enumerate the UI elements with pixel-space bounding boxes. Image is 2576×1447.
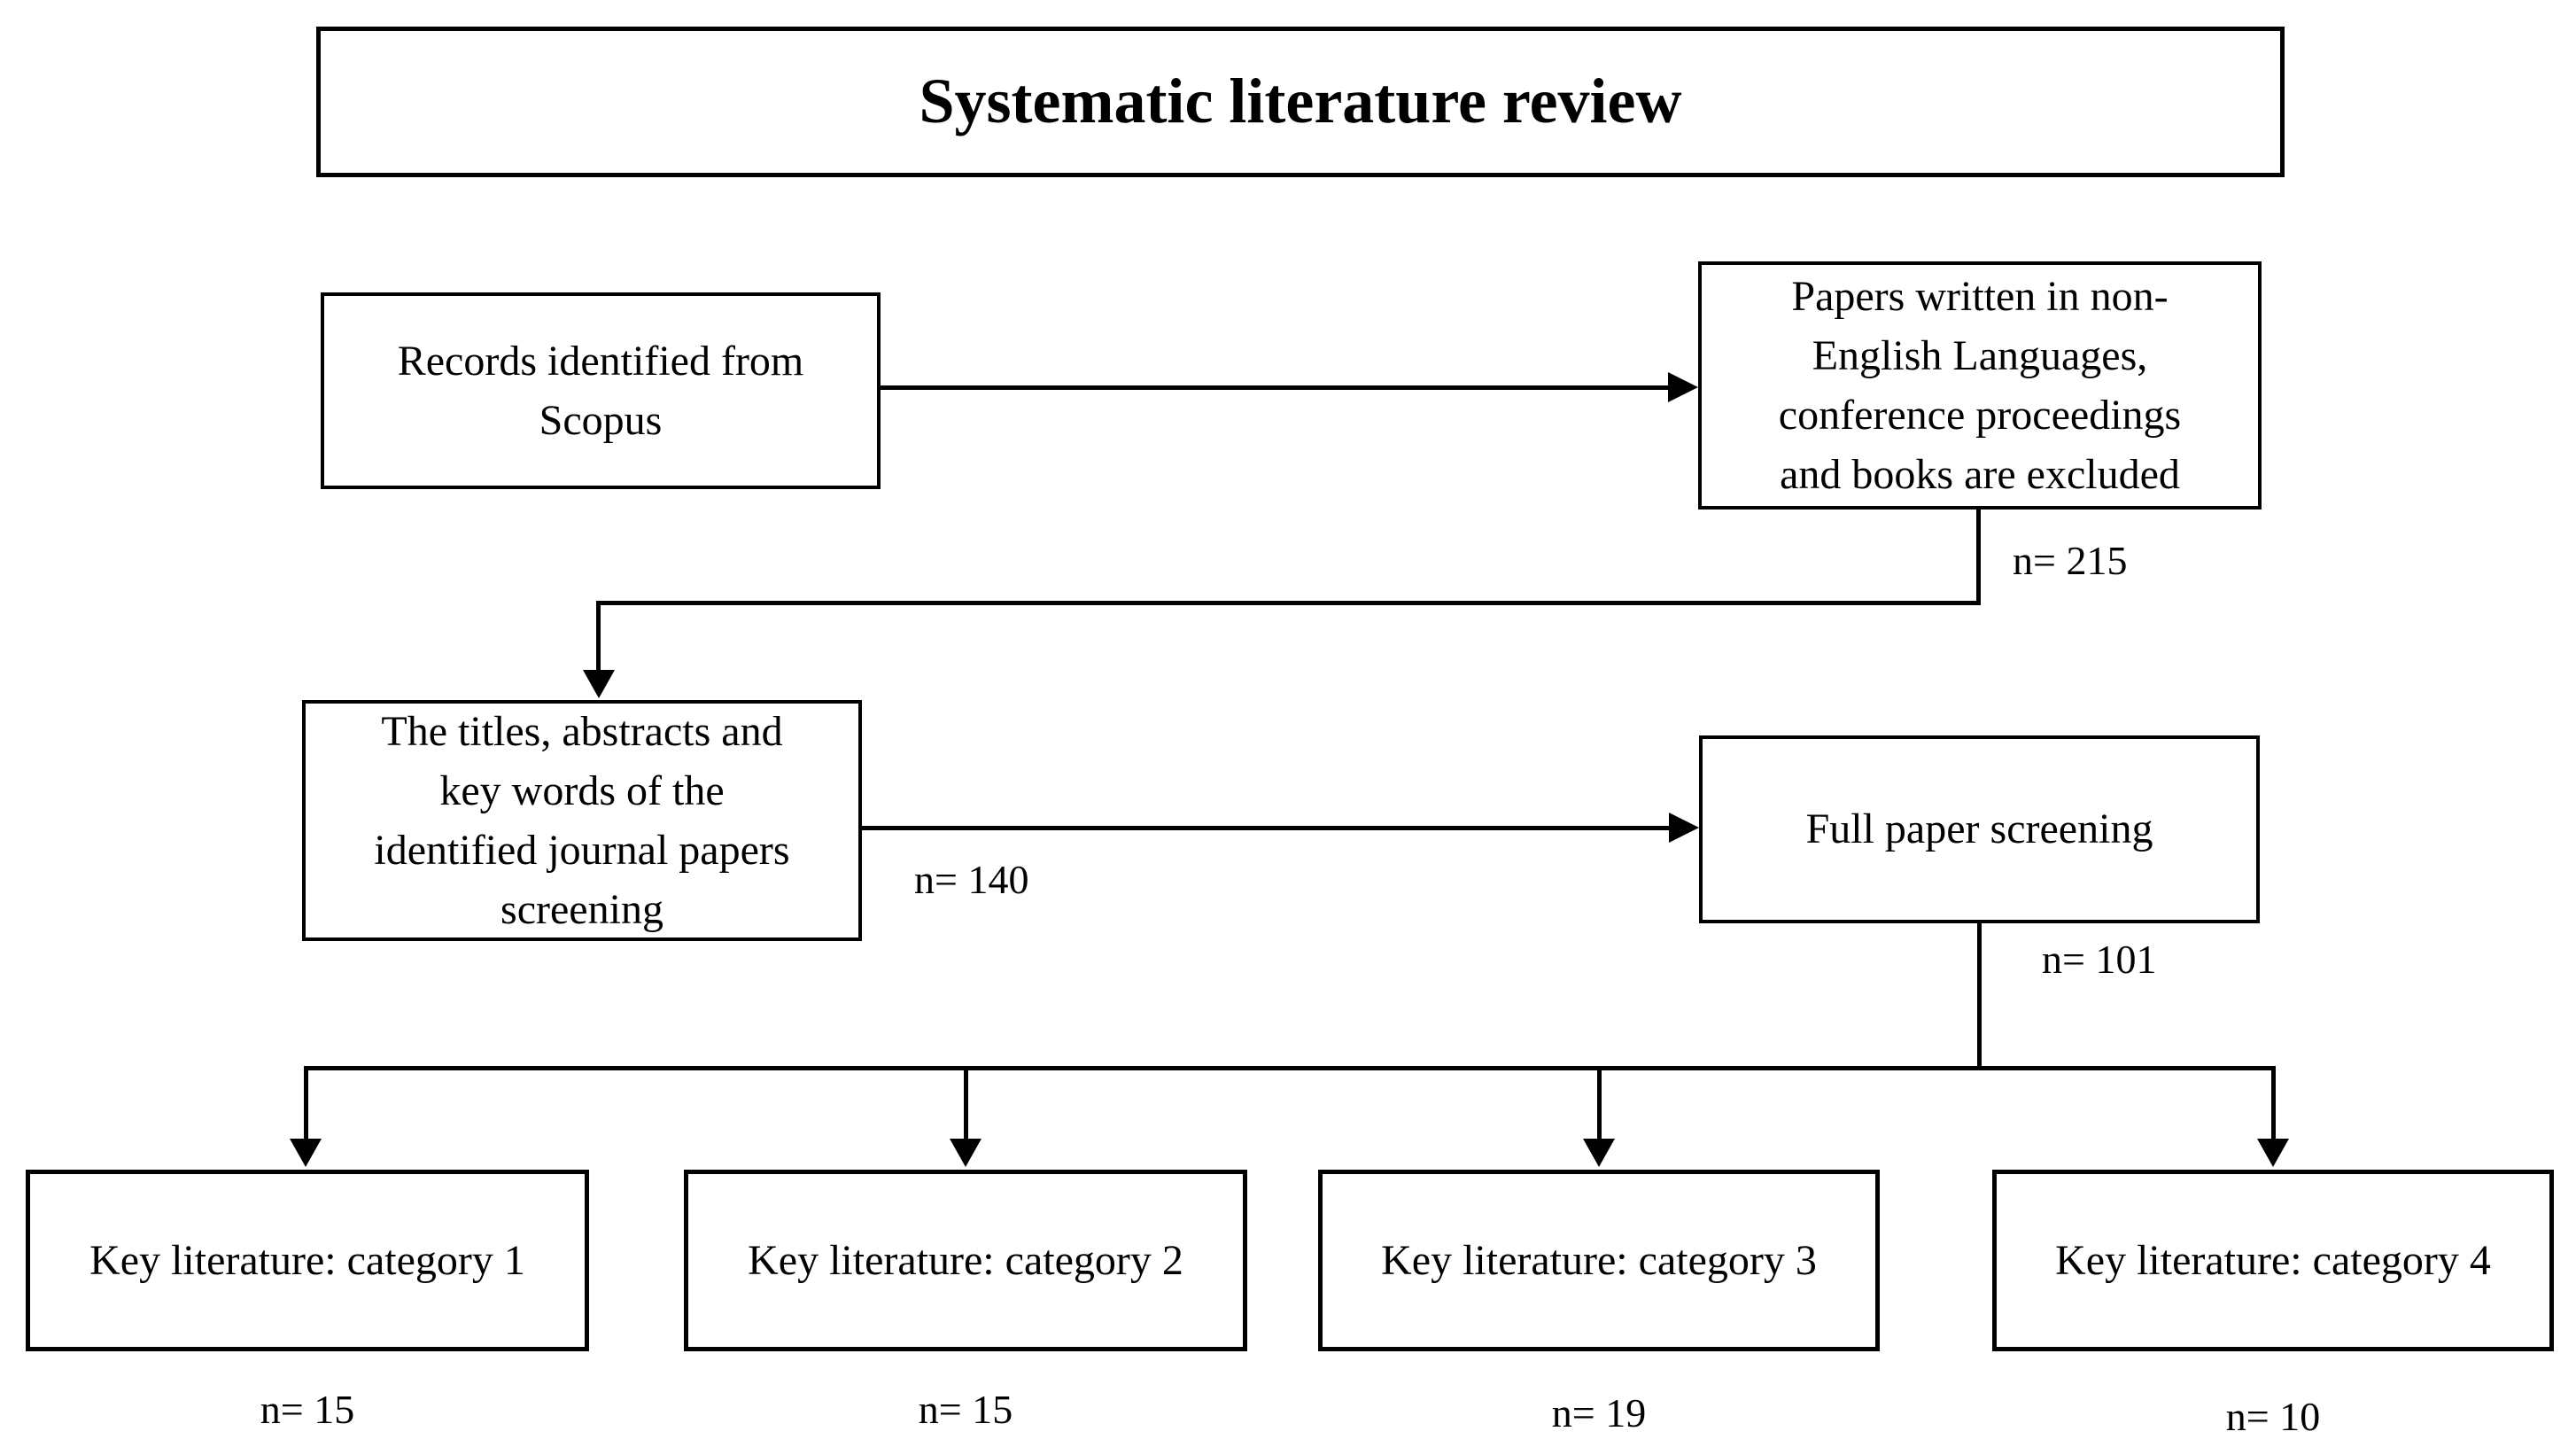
node-category4: Key literature: category 4 <box>1992 1170 2554 1351</box>
count-category3: n= 19 <box>1551 1390 1647 1435</box>
node-title-abstract-screening-label: The titles, abstracts and key words of t… <box>374 707 790 934</box>
node-records-label: Records identified from Scopus <box>397 337 804 444</box>
node-category1: Key literature: category 1 <box>26 1170 589 1351</box>
node-category4-label: Key literature: category 4 <box>2055 1236 2491 1284</box>
connector-records-to-excluded <box>881 385 1669 390</box>
connector-titles-to-full <box>862 826 1670 830</box>
node-records: Records identified from Scopus <box>321 292 881 489</box>
count-category4: n= 10 <box>2225 1394 2321 1439</box>
edge-label-n215: n= 215 <box>2013 538 2128 583</box>
node-category3: Key literature: category 3 <box>1318 1170 1880 1351</box>
connector-excluded-down <box>1976 510 1981 604</box>
connector-drop-category4 <box>2271 1066 2276 1140</box>
count-category1: n= 15 <box>260 1387 355 1432</box>
node-category2: Key literature: category 2 <box>684 1170 1247 1351</box>
node-excluded: Papers written in non- English Languages… <box>1698 261 2262 510</box>
connector-into-titles <box>596 601 601 672</box>
arrowhead-into-titles <box>583 670 615 698</box>
edge-label-n101: n= 101 <box>2042 937 2157 982</box>
node-full-paper-screening-label: Full paper screening <box>1805 805 2153 853</box>
count-category2: n= 15 <box>918 1387 1013 1432</box>
connector-drop-category2 <box>964 1066 968 1140</box>
arrowhead-category3 <box>1583 1139 1615 1167</box>
node-full-paper-screening: Full paper screening <box>1699 735 2260 923</box>
connector-full-down <box>1977 923 1982 1070</box>
node-title-abstract-screening: The titles, abstracts and key words of t… <box>302 700 862 941</box>
node-category1-label: Key literature: category 1 <box>89 1236 525 1284</box>
connector-drop-category1 <box>304 1066 308 1140</box>
title-box: Systematic literature review <box>316 27 2285 177</box>
arrowhead-category1 <box>290 1139 322 1167</box>
edge-label-n140: n= 140 <box>914 857 1029 902</box>
arrowhead-category2 <box>950 1139 982 1167</box>
diagram-title: Systematic literature review <box>919 66 1682 137</box>
connector-drop-category3 <box>1597 1066 1602 1140</box>
connector-distributor <box>304 1066 2276 1070</box>
arrowhead-records-to-excluded <box>1668 372 1698 402</box>
arrowhead-category4 <box>2257 1139 2289 1167</box>
node-category2-label: Key literature: category 2 <box>748 1236 1183 1284</box>
connector-excluded-across <box>596 601 1981 605</box>
node-category3-label: Key literature: category 3 <box>1381 1236 1817 1284</box>
node-excluded-label: Papers written in non- English Languages… <box>1778 272 2182 499</box>
arrowhead-titles-to-full <box>1669 813 1699 843</box>
